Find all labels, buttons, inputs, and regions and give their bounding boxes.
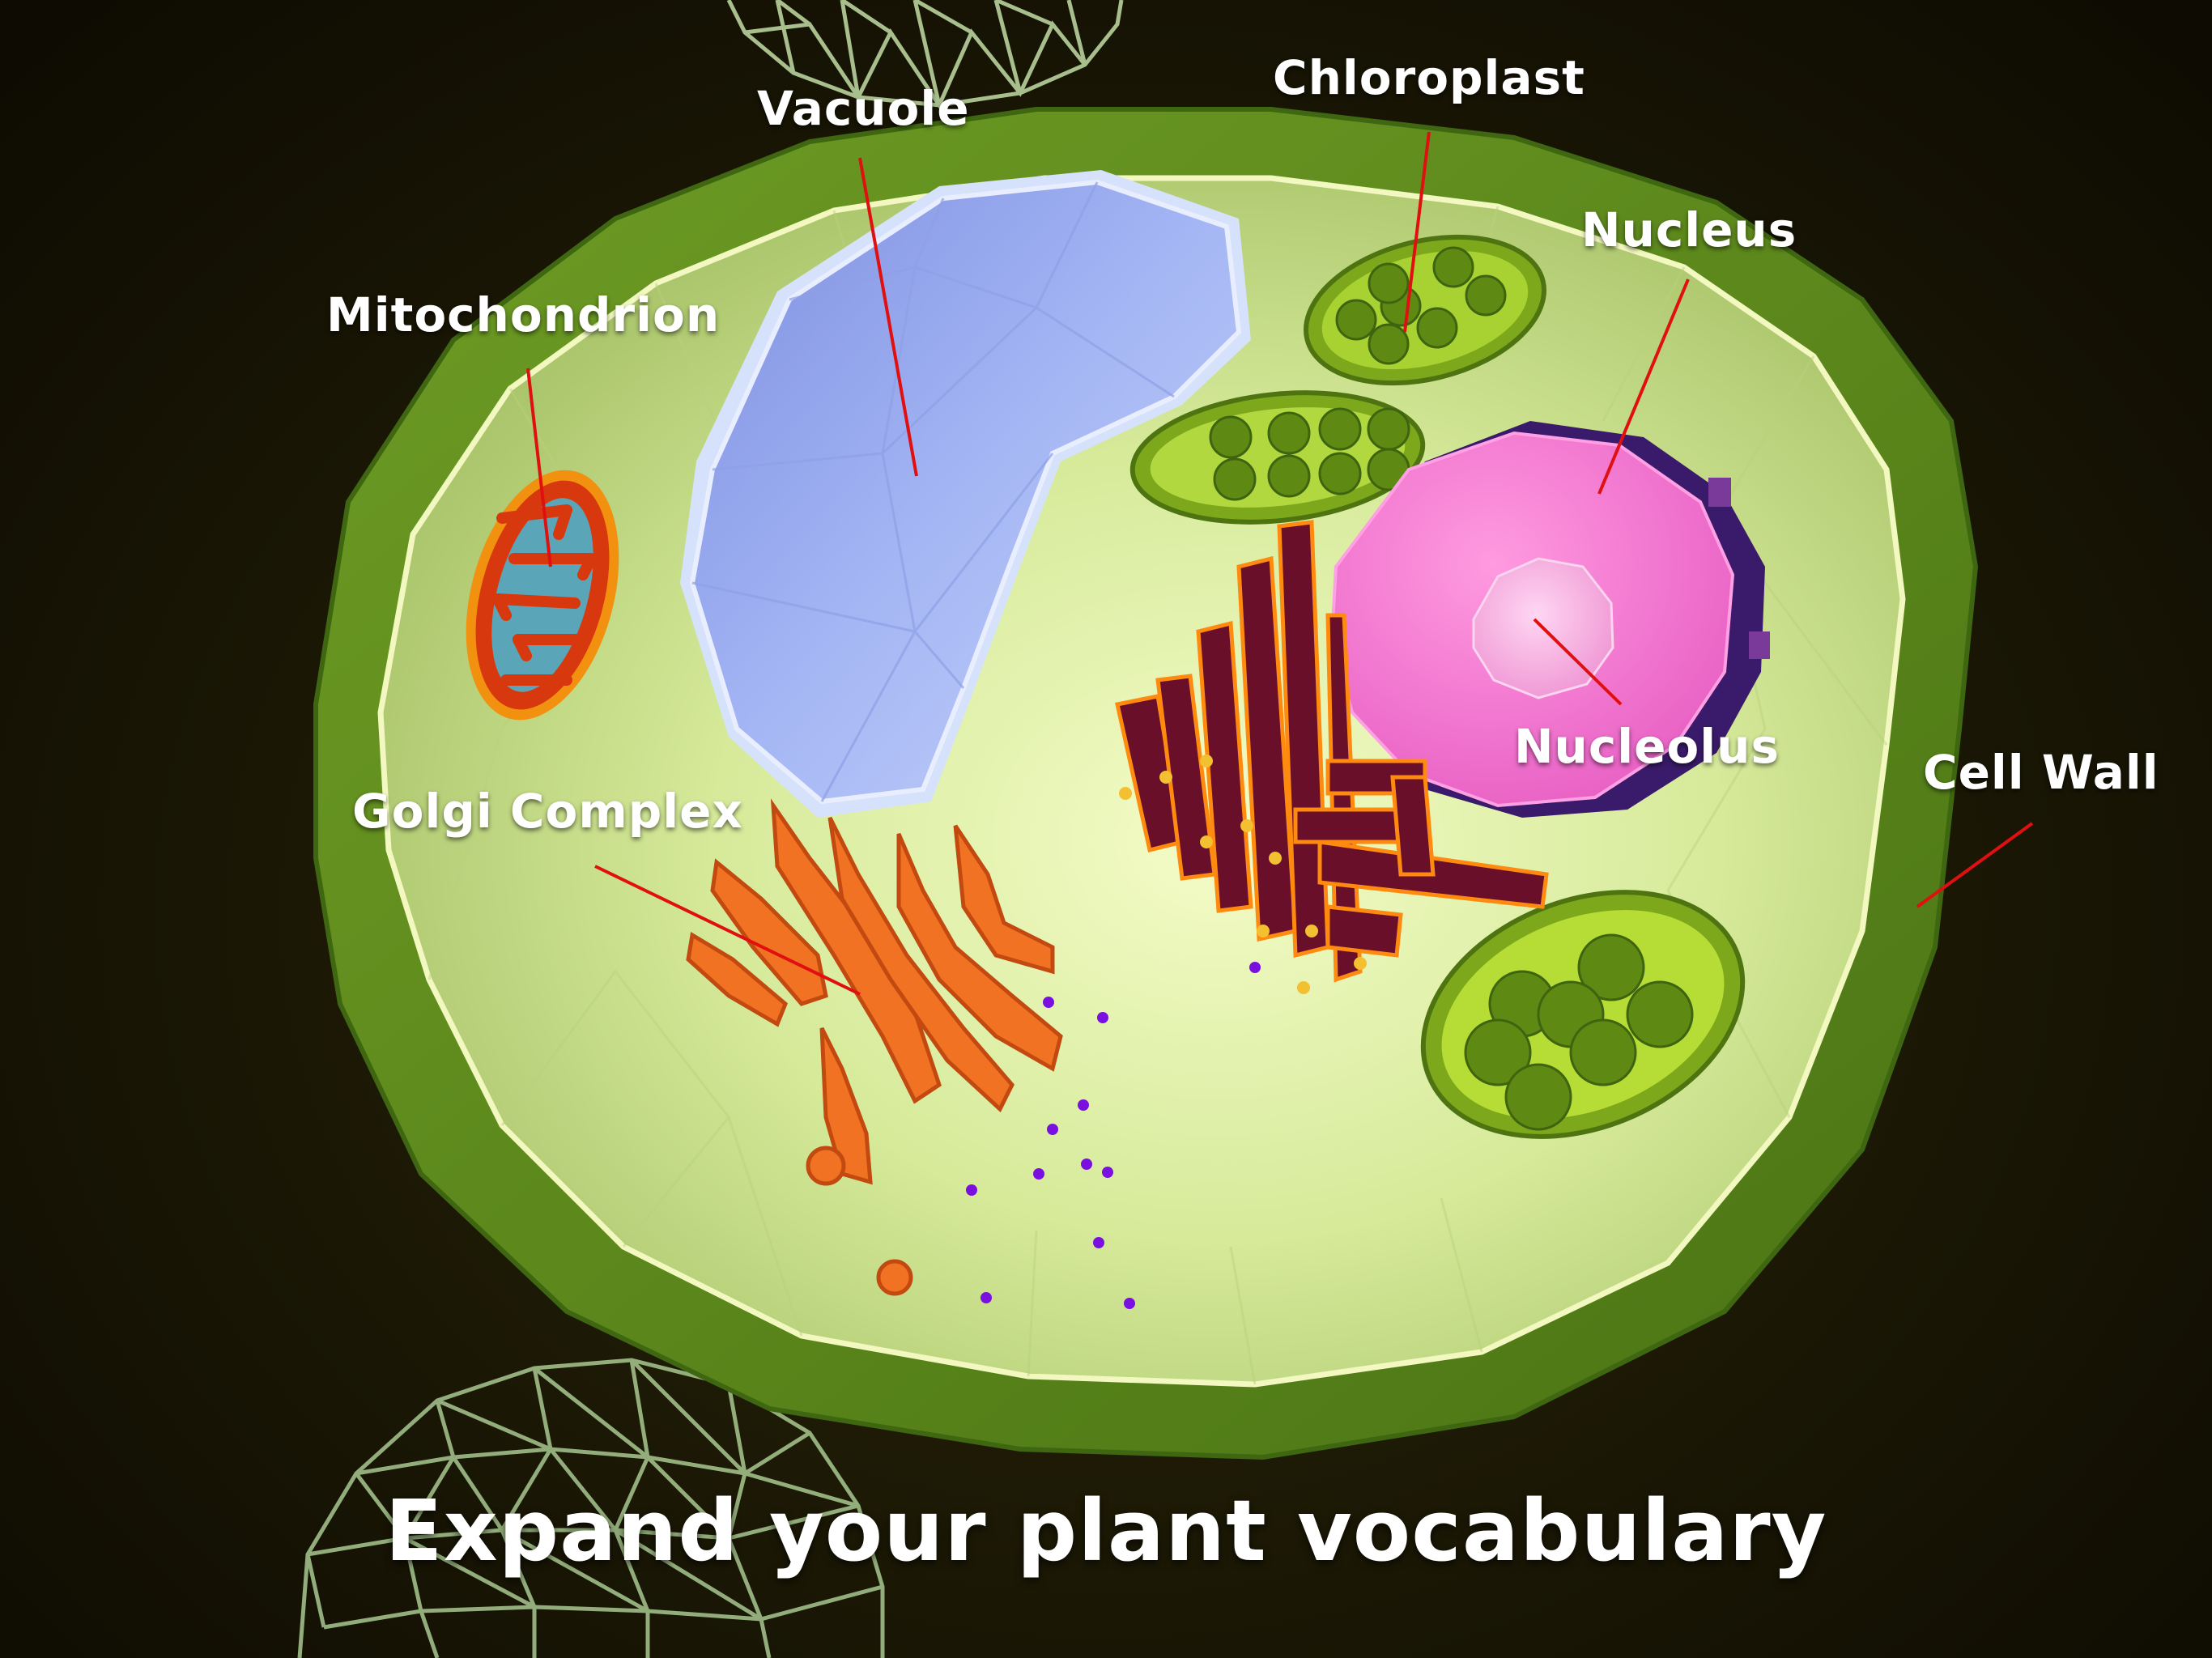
label-vacuole: Vacuole — [757, 81, 970, 136]
label-mitochondrion: Mitochondrion — [326, 287, 721, 342]
vesicles — [966, 962, 1261, 1309]
label-nucleolus: Nucleolus — [1514, 719, 1780, 774]
label-chloroplast: Chloroplast — [1273, 50, 1585, 105]
label-nucleus: Nucleus — [1581, 202, 1797, 257]
vacuole — [680, 170, 1251, 818]
leader-lines — [526, 131, 2034, 996]
endoplasmic-reticulum — [1115, 520, 1549, 983]
wireframe-sphere-bottom — [297, 1358, 885, 1658]
mitochondrion — [466, 470, 619, 721]
label-cell-wall: Cell Wall — [1923, 745, 2159, 800]
label-golgi-complex: Golgi Complex — [352, 784, 743, 839]
chloroplast-lower — [1420, 890, 1746, 1139]
chloroplast-middle — [1129, 390, 1426, 525]
ribosomes — [1119, 755, 1367, 994]
wireframe-sphere-top — [726, 0, 1124, 110]
chloroplast-upper — [1304, 234, 1546, 386]
caption: Expand your plant vocabulary — [385, 1482, 1827, 1580]
golgi-complex — [686, 798, 1063, 1296]
